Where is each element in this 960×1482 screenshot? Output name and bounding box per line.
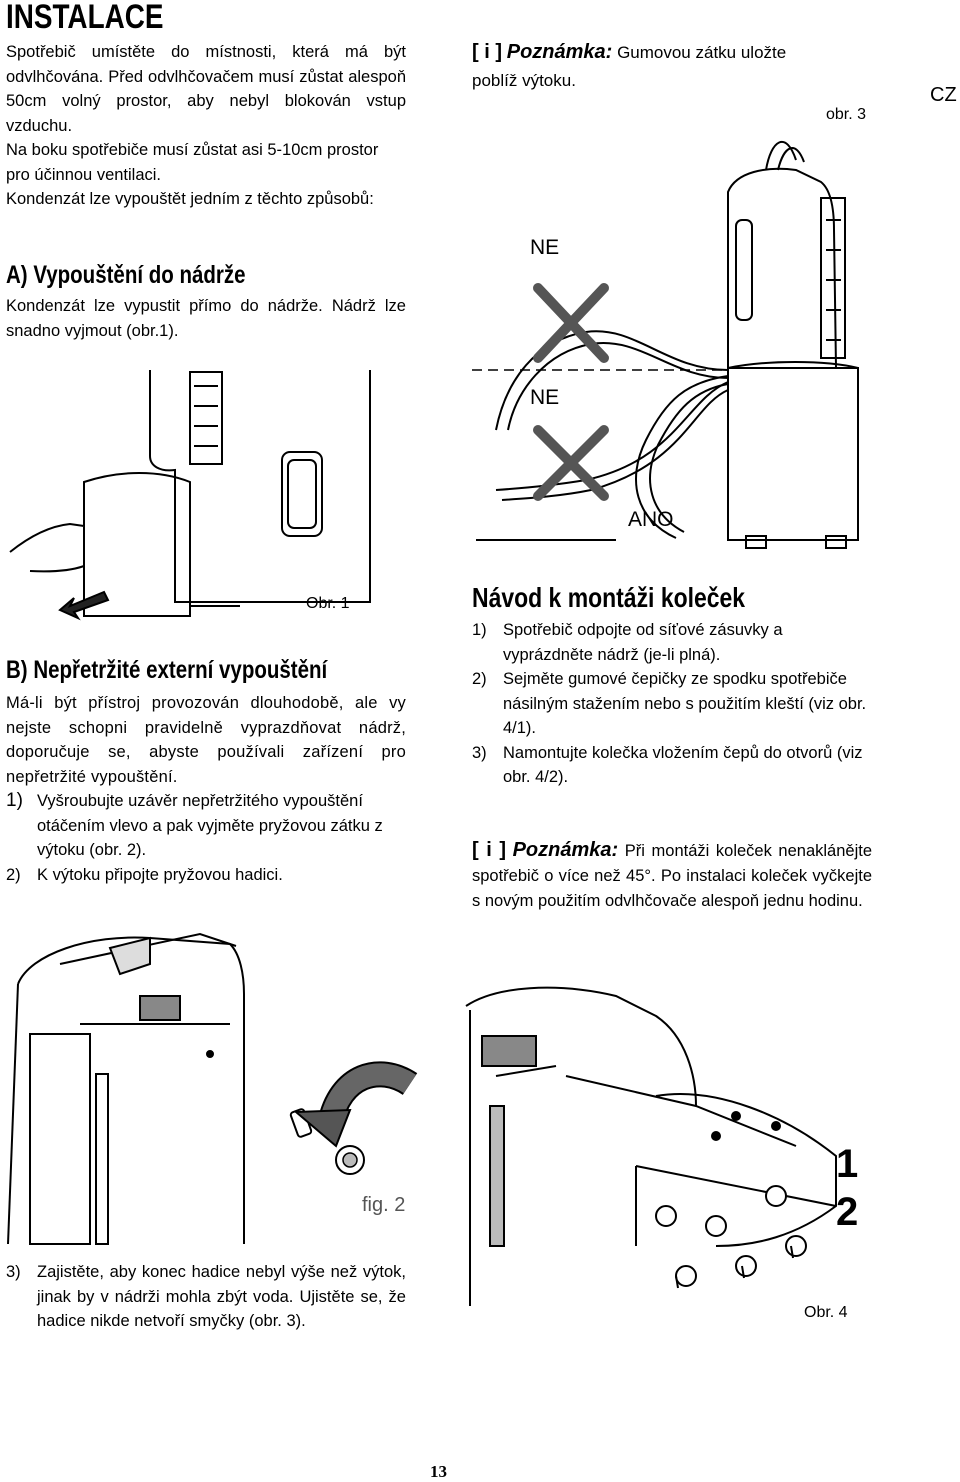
page-title: INSTALACE [6,0,164,36]
step-text: K výtoku připojte pryžovou hadici. [37,865,283,884]
step-number: 1) [6,790,23,811]
list-item: 1) Spotřebič odpojte od síťové zásuvky a… [472,618,872,667]
wheels-steps: 1) Spotřebič odpojte od síťové zásuvky a… [472,618,872,790]
fig3-illustration [472,140,859,549]
list-item: 1) Vyšroubujte uzávěr nepřetržitého vypo… [6,789,406,863]
fig3-label-ano: ANO [628,508,674,531]
fig4-label-1: 1 [836,1142,859,1186]
pull-arrow-icon [58,590,110,621]
step-number: 2) [6,865,21,884]
fig3-label-ne-1: NE [530,236,560,259]
step-number: 3) [472,743,487,762]
step-text: Namontujte kolečka vložením čepů do otvo… [503,743,863,787]
cross-mark-icon [533,283,609,363]
note-text-line2: poblíž výtoku. [472,71,576,90]
intro-paragraph-2: Na boku spotřebiče musí zůstat asi 5-10c… [6,141,379,184]
list-item: 2) K výtoku připojte pryžovou hadici. [6,863,406,888]
rotation-arrow-icon [293,1061,418,1148]
note-text: Při montáži koleček nenaklánějte spotřeb… [472,842,872,910]
cross-mark-icon [533,425,609,501]
step-number: 2) [472,670,487,688]
note-label: Poznámka: [506,41,613,63]
step-text: Zajistěte, aby konec hadice nebyl výše n… [37,1263,406,1330]
section-b-title: B) Nepřetržité externí vypouštění [6,656,328,684]
note-icon-bracket: [ i ] [472,41,502,63]
intro-paragraph-3: Kondenzát lze vypouštět jedním z těchto … [6,190,374,208]
step-number: 1) [472,621,487,639]
fig3-caption: obr. 3 [826,106,867,123]
section-a-title: A) Vypouštění do nádrže [6,261,246,289]
section-b-text: Má-li být přístroj provozován dlouhodobě… [6,694,406,786]
step-text: Spotřebič odpojte od síťové zásuvky a vy… [503,621,783,664]
fig2-caption: fig. 2 [362,1194,406,1216]
note-top: [ i ] Poznámka: Gumovou zátku uložte pob… [472,38,872,95]
drain-cap-icon [335,1145,365,1175]
intro-paragraph-1: Spotřebič umístěte do místnosti, která m… [6,43,406,135]
intro-block: Spotřebič umístěte do místnosti, která m… [6,40,406,212]
section-a-text: Kondenzát lze vypustit přímo do nádrže. … [6,297,406,340]
page-number: 13 [430,1462,447,1481]
note-icon-bracket: [ i ] [472,839,506,861]
list-item: 2) Sejměte gumové čepičky ze spodku spot… [472,667,872,741]
wheels-note: [ i ] Poznámka: Při montáži koleček nena… [472,838,872,914]
note-label: Poznámka: [512,839,619,861]
dehumidifier-outline [727,140,859,549]
fig4-caption: Obr. 4 [804,1304,848,1321]
fig2-illustration [7,932,418,1245]
note-text-line1: Gumovou zátku uložte [617,43,787,62]
step-text: Sejměte gumové čepičky ze spodku spotřeb… [503,670,867,737]
fig4-label-2: 2 [836,1190,859,1234]
lang-marker: CZ [930,84,957,106]
fig1-caption: Obr. 1 [306,595,350,612]
fig4-illustration [465,986,837,1306]
hand-icon [9,522,85,573]
section-b-steps: 1) Vyšroubujte uzávěr nepřetržitého vypo… [6,789,406,887]
step-number: 3) [6,1263,21,1281]
section-b-step3: 3) Zajistěte, aby konec hadice nebyl výš… [6,1260,406,1334]
step-text: Vyšroubujte uzávěr nepřetržitého vypoušt… [37,792,383,859]
wheels-title: Návod k montáži koleček [472,582,746,613]
list-item: 3) Namontujte kolečka vložením čepů do o… [472,741,872,790]
fig3-label-ne-2: NE [530,386,560,409]
fig1-illustration [9,370,371,621]
